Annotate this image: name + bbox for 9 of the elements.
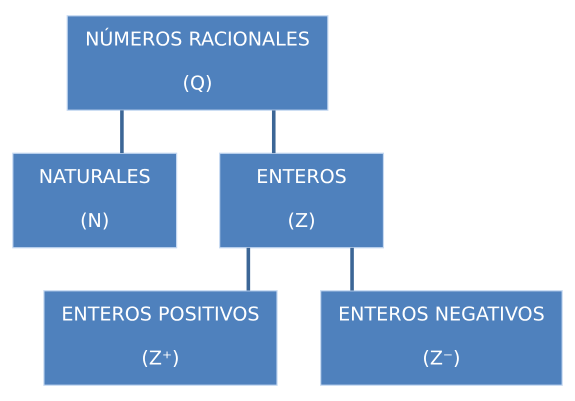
connector — [272, 110, 276, 154]
node-box: NÚMEROS RACIONALES (Q) — [66, 15, 328, 111]
connector — [246, 248, 250, 291]
node-box: ENTEROS (Z) — [219, 152, 384, 248]
connector — [350, 248, 354, 291]
connector — [120, 110, 124, 154]
node-box: NATURALES (N) — [12, 152, 178, 248]
node-box: ENTEROS NEGATIVOS (Z⁻) — [320, 290, 563, 386]
node-box: ENTEROS POSITIVOS (Z⁺) — [43, 290, 278, 386]
